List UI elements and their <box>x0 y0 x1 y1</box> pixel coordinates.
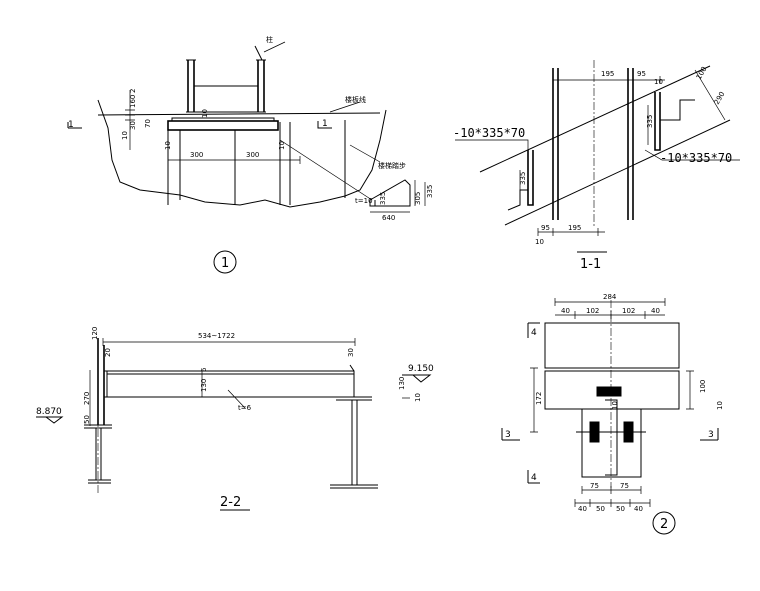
detail-1-1: -10*335*70 -10*335*70 195 95 10 100 290 … <box>453 60 740 272</box>
dim-10-web: 10 <box>611 401 619 410</box>
plate-label-right: -10*335*70 <box>660 151 732 165</box>
dim-50: 50 <box>83 415 91 424</box>
dim-75a: 75 <box>590 482 599 490</box>
dim-195-top: 195 <box>601 70 614 78</box>
section-title-2-2: 2-2 <box>220 495 241 510</box>
dim-195-bottom: 195 <box>568 224 581 232</box>
dim-160: 160 <box>129 95 137 108</box>
dim-95-top: 95 <box>637 70 646 78</box>
label-column: 柱 <box>266 35 273 44</box>
dim-40d: 40 <box>634 505 643 513</box>
dim-305: 305 <box>414 192 422 205</box>
beam-2-2 <box>106 370 355 398</box>
embed-plate <box>167 120 279 131</box>
dim-40b: 40 <box>651 307 660 315</box>
detail-1: 1 柱 楼板线 楼梯踏步 1 1 160 2 10 30 70 10 10 30… <box>67 35 434 274</box>
section-mark-3-left: 3 <box>505 430 511 440</box>
section-mark-4-top: 4 <box>531 328 537 338</box>
dim-10: 10 <box>716 401 724 410</box>
dim-10-bottom: 10 <box>535 238 544 246</box>
elevation-left: 8.870 <box>36 407 62 417</box>
dim-335-right: 335 <box>646 115 654 128</box>
detail-number-1: 1 <box>221 256 229 271</box>
dim-50a: 50 <box>596 505 605 513</box>
dim-40a: 40 <box>561 307 570 315</box>
ground-outline <box>97 99 387 208</box>
section-mark-1b: 1 <box>322 119 328 129</box>
dim-270: 270 <box>83 392 91 405</box>
dim-2: 2 <box>129 89 137 93</box>
dim-100: 100 <box>699 380 707 393</box>
dim-335-left: 335 <box>519 172 527 185</box>
dim-10a: 10 <box>121 131 129 140</box>
dim-102a: 102 <box>586 307 599 315</box>
dim-172: 172 <box>535 392 543 405</box>
column-1-1-left <box>552 68 559 220</box>
slab-line <box>97 112 381 116</box>
dim-102b: 102 <box>622 307 635 315</box>
section-mark-4-bottom: 4 <box>531 473 537 483</box>
label-slab: 楼板线 <box>345 95 366 104</box>
column-1-1-right <box>627 68 634 220</box>
dim-10c: 10 <box>164 141 172 150</box>
label-stair: 楼梯踏步 <box>378 161 406 170</box>
dim-335a: 335 <box>379 192 387 205</box>
dim-130: 130 <box>200 379 208 392</box>
dim-300b: 300 <box>246 151 259 159</box>
column-flange-left <box>187 60 195 112</box>
dim-10-right: 10 <box>414 393 422 402</box>
dim-130-right: 130 <box>398 377 406 390</box>
detail-number-circle-1 <box>213 250 237 274</box>
detail-number-2: 2 <box>660 517 668 532</box>
dim-70: 70 <box>144 119 152 128</box>
plate-label-left: -10*335*70 <box>453 126 525 140</box>
dim-50b: 50 <box>616 505 625 513</box>
dim-120: 120 <box>91 327 99 340</box>
column-flange-right <box>257 60 265 112</box>
lower-post <box>581 408 642 478</box>
dim-300a: 300 <box>190 151 203 159</box>
elevation-right: 9.150 <box>408 364 434 374</box>
detail-number-circle-2 <box>652 511 676 535</box>
dim-95-bottom: 95 <box>541 224 550 232</box>
stair-step <box>369 179 411 207</box>
bolt-top <box>596 386 622 397</box>
dim-10b: 10 <box>201 109 209 118</box>
dim-290: 290 <box>713 90 727 106</box>
dim-284: 284 <box>603 293 617 301</box>
dim-30: 30 <box>347 348 355 357</box>
right-i-beam <box>330 396 378 489</box>
section-title-1-1: 1-1 <box>580 257 601 272</box>
detail-2: 284 40 102 102 40 172 100 10 10 75 75 40… <box>501 293 724 535</box>
dim-640: 640 <box>382 214 395 222</box>
dim-t10: t=10 <box>355 197 373 205</box>
top-block <box>544 322 680 369</box>
weld-mark: t=6 <box>238 404 252 412</box>
stair-beam-top <box>479 65 711 173</box>
section-mark-3-right: 3 <box>708 430 714 440</box>
section-mark-1a: 1 <box>68 120 74 130</box>
dim-10d: 10 <box>278 141 286 150</box>
stair-beam-bottom <box>504 119 731 226</box>
dim-30: 30 <box>129 121 137 130</box>
dim-75b: 75 <box>620 482 629 490</box>
dim-20: 20 <box>104 348 112 357</box>
dim-6: 6 <box>200 367 208 372</box>
dim-335b: 335 <box>426 185 434 198</box>
detail-2-2: 534~1722 120 20 30 270 50 130 6 130 10 8… <box>36 327 434 511</box>
dim-40c: 40 <box>578 505 587 513</box>
dim-span: 534~1722 <box>198 332 235 340</box>
dim-10-top: 10 <box>654 78 663 86</box>
